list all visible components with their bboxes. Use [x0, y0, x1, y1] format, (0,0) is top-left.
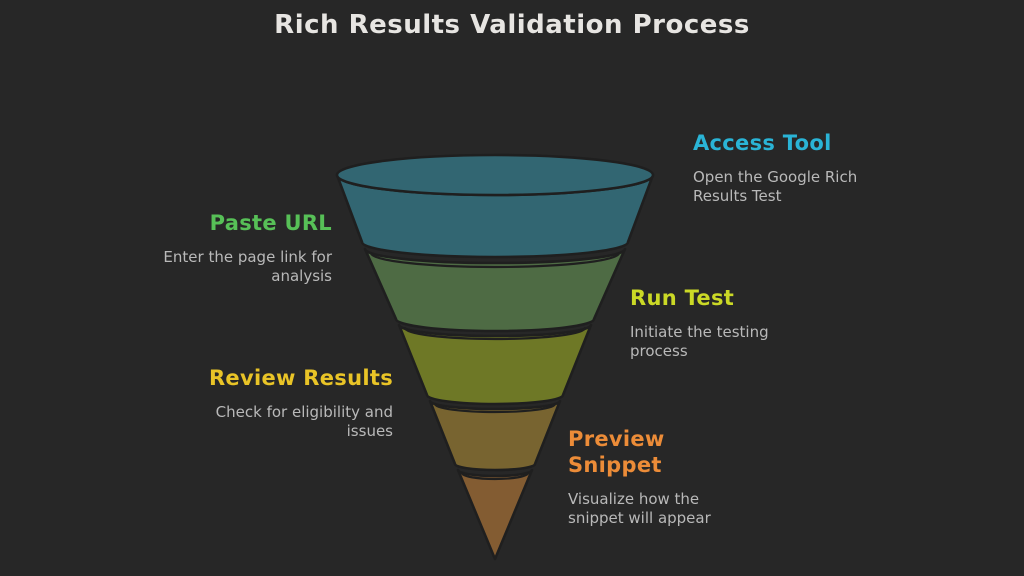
step-run-test: Run Test Initiate the testing process	[630, 285, 800, 361]
funnel-segment-paste-url	[363, 247, 627, 333]
step-review-results-label: Review Results	[208, 366, 393, 390]
step-review-results: Review Results Check for eligibility and…	[193, 365, 393, 441]
step-paste-url-label: Paste URL	[209, 211, 332, 235]
step-run-test-label: Run Test	[630, 286, 735, 310]
funnel-rim-line	[460, 471, 530, 481]
step-paste-url-description: Enter the page link for analysis	[163, 248, 332, 285]
funnel-mouth-ellipse	[335, 153, 655, 197]
step-access-tool-description: Open the Google Rich Results Test	[693, 168, 858, 205]
step-paste-url: Paste URL Enter the page link for analys…	[132, 210, 332, 286]
step-access-tool: Access Tool Open the Google Rich Results…	[693, 130, 883, 206]
step-run-test-description: Initiate the testing process	[630, 323, 769, 360]
funnel-segment-run-test	[397, 323, 593, 406]
funnel-rim-line	[433, 402, 557, 414]
step-preview-snippet-description: Visualize how the snippet will appear	[568, 490, 711, 527]
funnel-segment-preview-snippet	[456, 468, 534, 561]
funnel-segment-review-results	[428, 399, 562, 472]
funnel-rim-line	[369, 251, 621, 269]
step-preview-snippet: Preview Snippet Visualize how the snippe…	[568, 426, 748, 528]
diagram-title: Rich Results Validation Process	[274, 10, 750, 40]
step-access-tool-label: Access Tool	[693, 131, 832, 155]
step-preview-snippet-label: Preview Snippet	[568, 427, 665, 477]
step-review-results-description: Check for eligibility and issues	[215, 403, 393, 440]
funnel-rim-line	[403, 326, 587, 341]
